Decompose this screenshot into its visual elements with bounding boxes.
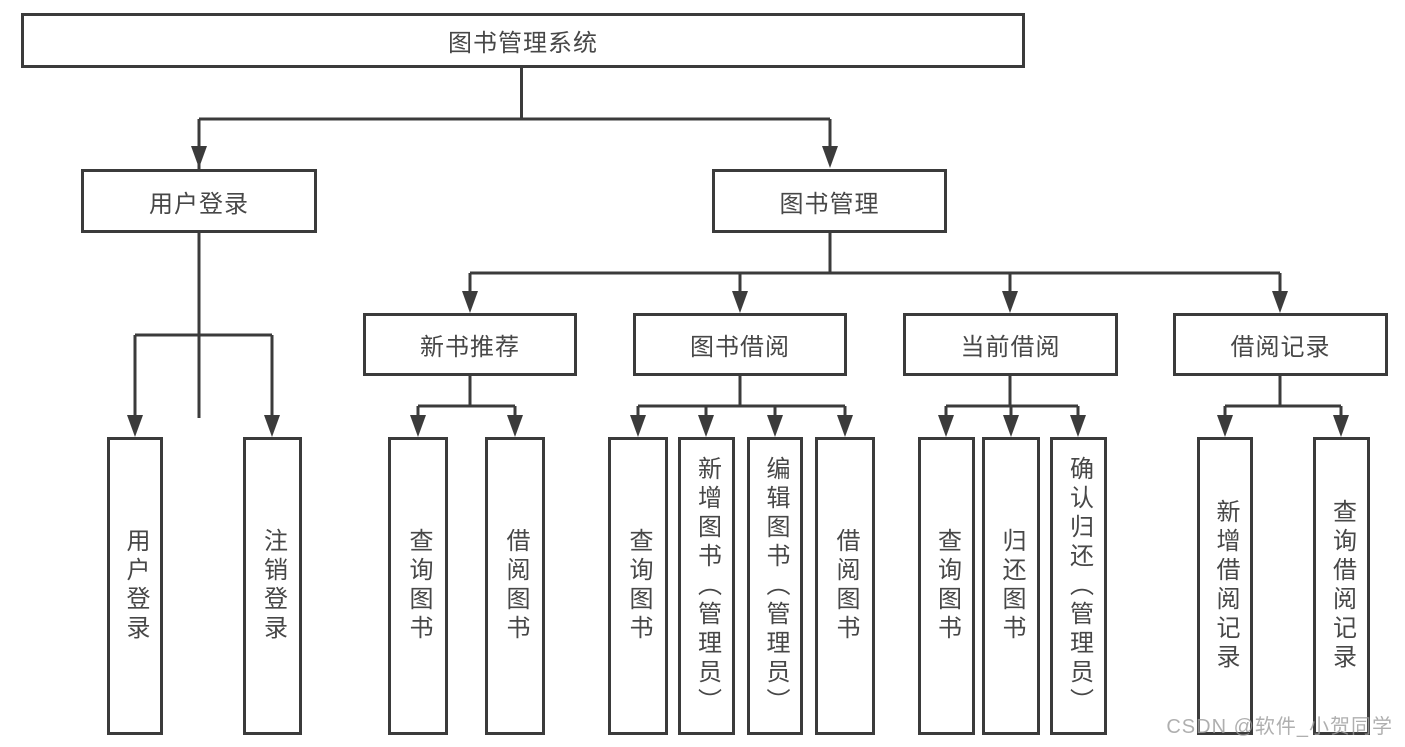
leaf-query-books-recommend: 查询图书: [388, 437, 448, 735]
leaf-query-books-current-label: 查询图书: [933, 528, 961, 644]
leaf-add-borrow-record-label: 新增借阅记录: [1212, 499, 1239, 673]
leaf-edit-book-admin: 编辑图书（管理员）: [747, 437, 803, 735]
leaf-query-books-borrow: 查询图书: [608, 437, 668, 735]
leaf-logout: 注销登录: [243, 437, 302, 735]
leaf-borrow-books-recommend-label: 借阅图书: [502, 528, 529, 644]
leaf-borrow-books: 借阅图书: [815, 437, 875, 735]
node-book-borrow-label: 图书借阅: [690, 334, 790, 361]
leaf-borrow-books-recommend: 借阅图书: [485, 437, 545, 735]
leaf-query-books-current: 查询图书: [918, 437, 975, 735]
leaf-return-book: 归还图书: [982, 437, 1040, 735]
node-book-management-label: 图书管理: [779, 190, 880, 218]
leaf-query-books-recommend-label: 查询图书: [405, 528, 432, 644]
leaf-confirm-return-admin-label: 确认归还（管理员）: [1065, 455, 1093, 717]
node-user-login-label: 用户登录: [149, 190, 249, 218]
leaf-add-book-admin: 新增图书（管理员）: [678, 437, 735, 735]
csdn-watermark: CSDN @软件_小贺同学: [1166, 716, 1393, 738]
leaf-query-borrow-record-label: 查询借阅记录: [1328, 499, 1356, 673]
leaf-return-book-label: 归还图书: [998, 528, 1025, 644]
node-new-book-recommend-label: 新书推荐: [420, 334, 520, 361]
leaf-user-login: 用户登录: [107, 437, 163, 735]
leaf-query-borrow-record: 查询借阅记录: [1313, 437, 1370, 735]
node-current-borrow-label: 当前借阅: [960, 334, 1061, 361]
leaf-edit-book-admin-label: 编辑图书（管理员）: [762, 455, 789, 717]
leaf-add-borrow-record: 新增借阅记录: [1197, 437, 1253, 735]
leaf-borrow-books-label: 借阅图书: [832, 528, 859, 644]
node-library-system: 图书管理系统: [21, 13, 1025, 68]
node-borrow-records-label: 借阅记录: [1230, 334, 1331, 361]
leaf-logout-label: 注销登录: [259, 528, 287, 644]
node-book-borrow: 图书借阅: [633, 313, 847, 376]
leaf-query-books-borrow-label: 查询图书: [625, 528, 652, 644]
leaf-confirm-return-admin: 确认归还（管理员）: [1050, 437, 1107, 735]
leaf-user-login-label: 用户登录: [122, 528, 149, 644]
node-user-login: 用户登录: [81, 169, 317, 233]
node-book-management: 图书管理: [712, 169, 947, 233]
node-library-system-label: 图书管理系统: [448, 30, 598, 57]
node-new-book-recommend: 新书推荐: [363, 313, 577, 376]
leaf-add-book-admin-label: 新增图书（管理员）: [693, 455, 721, 717]
node-current-borrow: 当前借阅: [903, 313, 1118, 376]
node-borrow-records: 借阅记录: [1173, 313, 1388, 376]
